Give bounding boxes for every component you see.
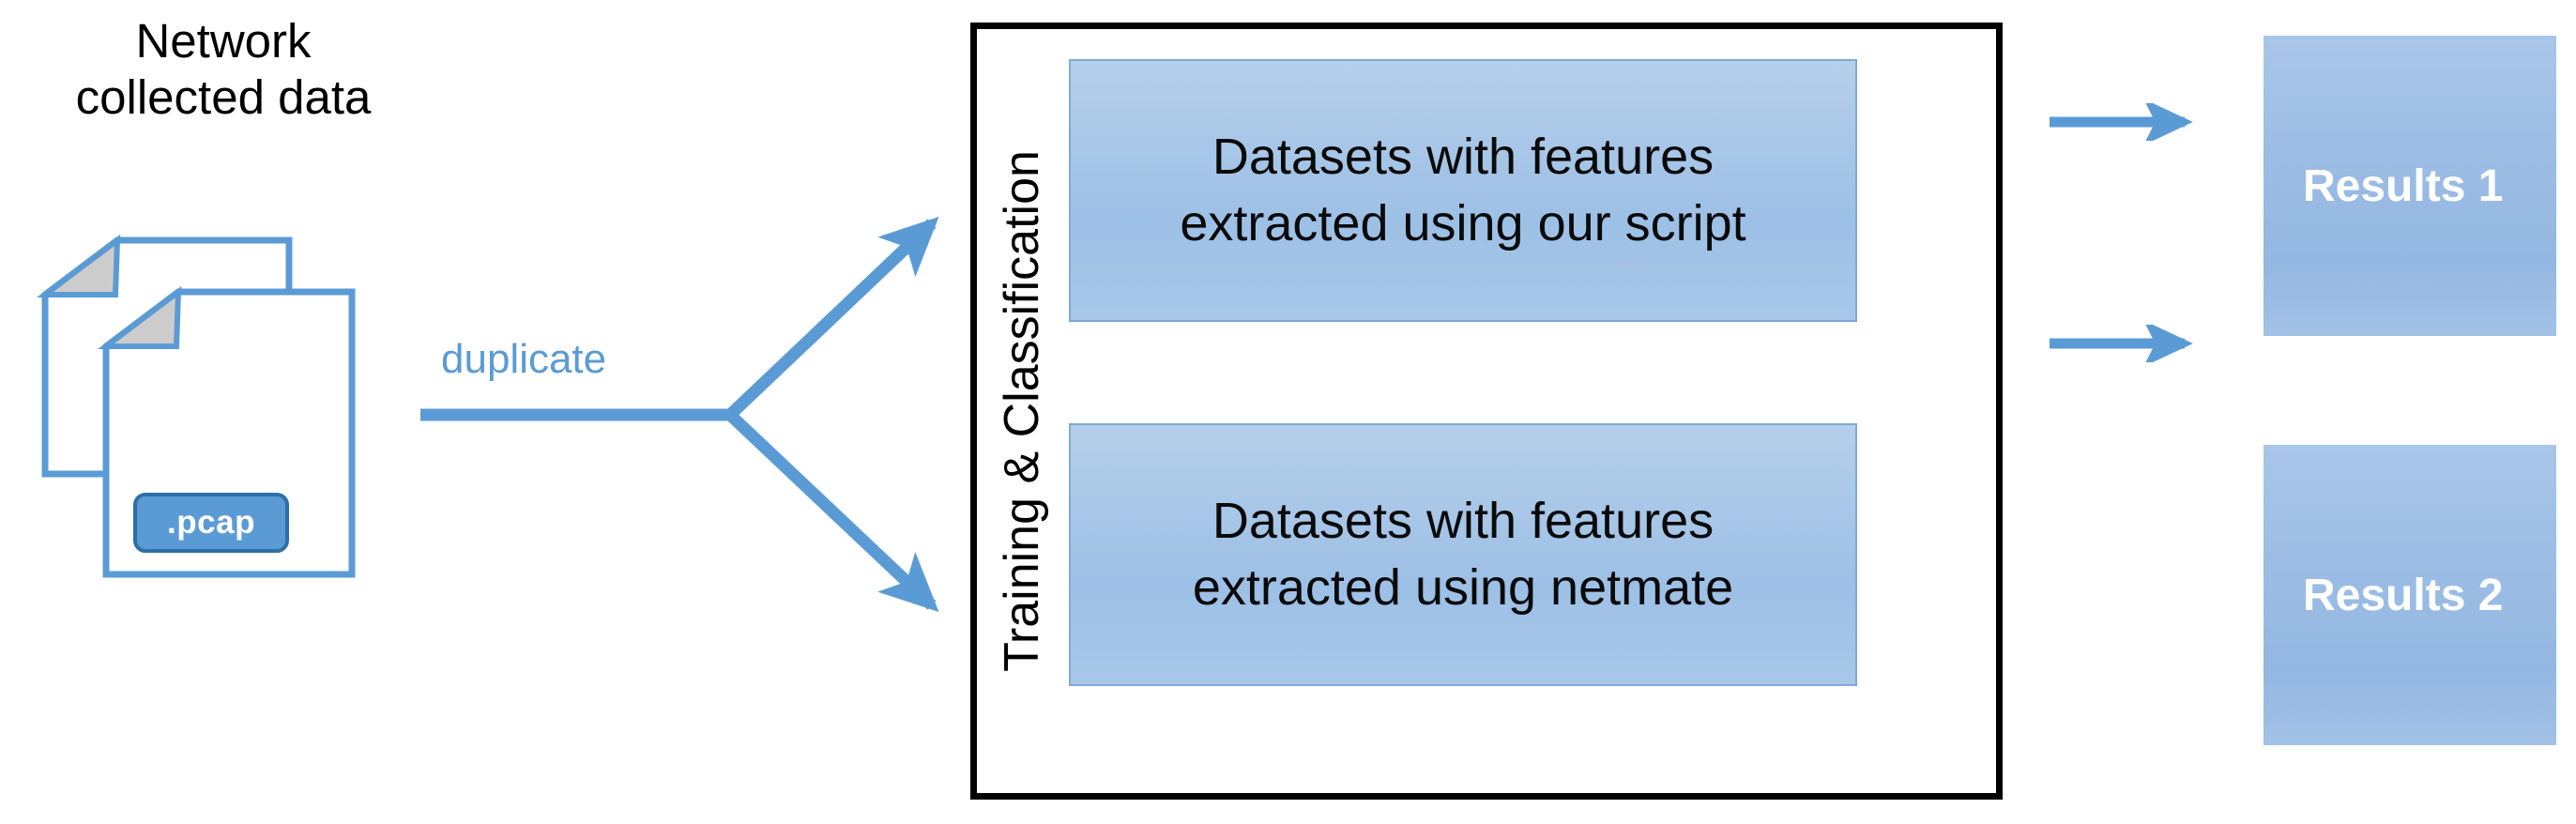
results-box-2: Results 2: [2264, 445, 2556, 745]
result-arrow-2-icon: [2050, 320, 2193, 367]
duplicate-branch-arrows: [404, 178, 976, 657]
result-arrow-1-icon: [2050, 99, 2193, 145]
branch-arrow-up: [725, 216, 939, 420]
document-back-fold: [37, 234, 121, 298]
result-arrow-2-wrapper: [2046, 320, 2215, 367]
results-box-1: Results 1: [2264, 36, 2556, 336]
pcap-document-stack: .pcap: [28, 233, 366, 585]
dataset-box-our-script: Datasets with features extracted using o…: [1069, 59, 1857, 322]
dataset-box-netmate: Datasets with features extracted using n…: [1069, 423, 1857, 686]
result-arrow-1-wrapper: [2046, 99, 2215, 145]
training-classification-label: Training & Classification: [995, 150, 1050, 672]
branch-arrow-icon: [420, 216, 939, 613]
pcap-file-badge: .pcap: [133, 493, 289, 553]
document-front-fold: [98, 285, 182, 349]
training-label-wrapper: Training & Classification: [988, 29, 1056, 793]
training-classification-container: Training & Classification Datasets with …: [970, 23, 2003, 800]
branch-arrow-down: [725, 410, 939, 613]
source-title: Network collected data: [75, 14, 372, 125]
duplicate-label: duplicate: [441, 336, 607, 382]
